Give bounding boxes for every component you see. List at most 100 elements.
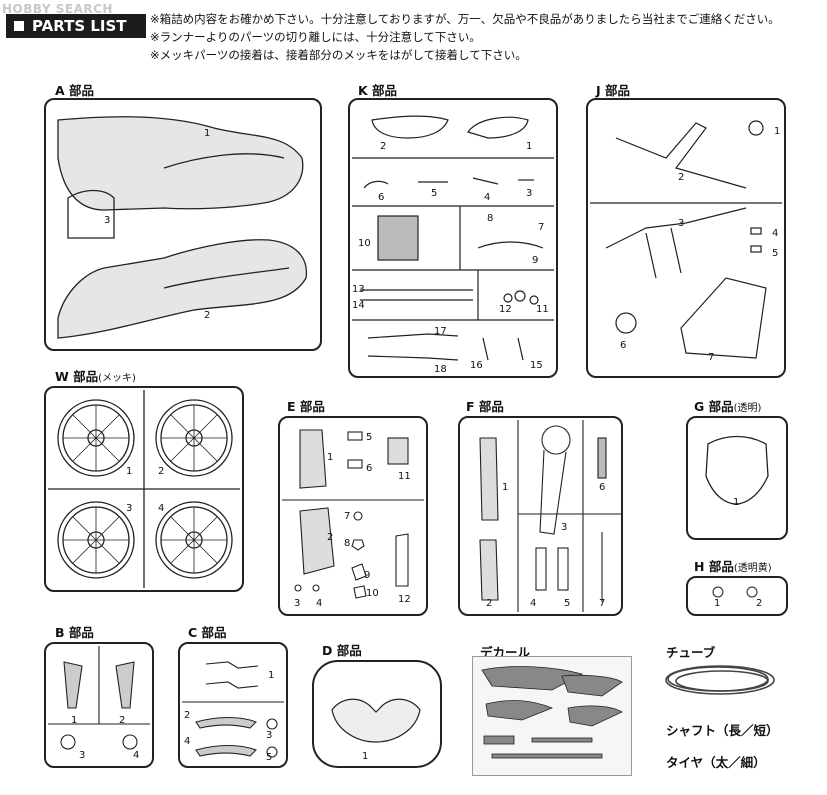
part-number: 5 (366, 432, 373, 443)
tube-label: チューブ (666, 645, 716, 660)
part-number: 4 (158, 503, 165, 514)
part-number: 2 (678, 172, 685, 183)
part-number: 1 (204, 128, 211, 139)
part-number: 1 (126, 466, 133, 477)
runner-b-drawing (48, 646, 150, 750)
part-number: 14 (352, 300, 365, 311)
section-j-label: J 部品 (596, 83, 631, 98)
part-number: 1 (327, 452, 334, 463)
section-h-title: H 部品 (694, 559, 734, 574)
section-b-label: B 部品 (55, 625, 94, 640)
section-d-label: D 部品 (322, 643, 362, 658)
part-number: 3 (561, 522, 568, 533)
runner-w-drawing (48, 390, 240, 588)
part-number: 1 (714, 598, 721, 609)
part-number: 7 (708, 352, 715, 363)
part-number: 18 (434, 364, 447, 375)
part-number: 3 (104, 215, 111, 226)
part-number: 3 (526, 188, 533, 199)
part-number: 4 (530, 598, 537, 609)
section-g-label: G 部品(透明) (694, 396, 761, 415)
part-number: 5 (564, 598, 571, 609)
part-number: 1 (362, 751, 369, 762)
part-number: 1 (733, 497, 740, 508)
part-number: 8 (344, 538, 351, 549)
part-number: 3 (266, 730, 273, 741)
part-number: 1 (502, 482, 509, 493)
part-number: 17 (434, 326, 447, 337)
part-number: 8 (487, 213, 494, 224)
notes-block: ※箱詰め内容をお確かめ下さい。十分注意しておりますが、万一、欠品や不良品がありま… (150, 10, 780, 64)
part-number: 9 (532, 255, 539, 266)
part-number: 13 (352, 284, 365, 295)
part-number: 4 (184, 736, 191, 747)
part-number: 7 (344, 511, 351, 522)
part-number: 6 (366, 463, 373, 474)
part-number: 3 (79, 750, 86, 761)
note-line: ※メッキパーツの接着は、接着部分のメッキをはがして接着して下さい。 (150, 48, 527, 62)
runner-d-drawing (331, 698, 421, 743)
part-number: 4 (316, 598, 323, 609)
note-line: ※ランナーよりのパーツの切り離しには、十分注意して下さい。 (150, 30, 481, 44)
part-number: 5 (266, 752, 273, 763)
section-w-sub: (メッキ) (98, 373, 136, 384)
section-f-label: F 部品 (466, 399, 504, 414)
section-w-title: W 部品 (55, 369, 99, 384)
parts-list-header: PARTS LIST (6, 14, 146, 38)
watermark-logo: HOBBY SEARCH (2, 2, 113, 16)
part-number: 4 (484, 192, 491, 203)
part-number: 3 (678, 218, 685, 229)
part-number: 1 (71, 715, 78, 726)
part-number: 7 (538, 222, 545, 233)
part-number: 16 (470, 360, 483, 371)
part-number: 3 (126, 503, 133, 514)
part-number: 2 (158, 466, 165, 477)
part-number: 1 (774, 126, 781, 137)
section-w-label: W 部品(メッキ) (55, 366, 136, 385)
tube-drawing (665, 665, 775, 695)
runner-f-drawing (479, 420, 623, 612)
runner-a-drawing (57, 116, 308, 339)
part-number: 4 (772, 228, 779, 239)
part-number: 2 (380, 141, 387, 152)
section-h-sub: (透明黄) (733, 563, 772, 574)
shaft-label: シャフト（長／短） (666, 723, 779, 738)
part-number: 1 (526, 141, 533, 152)
part-number: 11 (536, 304, 549, 315)
part-number: 5 (431, 188, 438, 199)
part-number: 1 (268, 670, 275, 681)
part-number: 11 (398, 471, 411, 482)
section-k-label: K 部品 (358, 83, 398, 98)
part-number: 2 (756, 598, 763, 609)
part-number: 4 (133, 750, 140, 761)
tire-label: タイヤ（太／細） (666, 755, 766, 770)
part-number: 2 (184, 710, 191, 721)
part-number: 10 (358, 238, 371, 249)
part-number: 7 (599, 598, 606, 609)
part-number: 2 (486, 598, 493, 609)
part-number: 6 (620, 340, 627, 351)
section-a-label: A 部品 (55, 83, 95, 98)
part-number: 2 (327, 532, 334, 543)
part-number: 12 (499, 304, 512, 315)
runner-e-drawing (282, 429, 424, 599)
runner-g-drawing (705, 435, 769, 505)
runner-j (586, 98, 786, 378)
part-number: 9 (364, 570, 371, 581)
runner-c-drawing (182, 661, 284, 758)
header-title: PARTS LIST (32, 17, 127, 35)
note-line: ※箱詰め内容をお確かめ下さい。十分注意しておりますが、万一、欠品や不良品がありま… (150, 12, 780, 26)
runner-k-drawing (352, 115, 554, 361)
part-number: 10 (366, 588, 379, 599)
section-g-sub: (透明) (733, 403, 762, 414)
runner-j-drawing (590, 120, 782, 359)
section-h-label: H 部品(透明黄) (694, 556, 772, 575)
part-number: 12 (398, 594, 411, 605)
part-number: 3 (294, 598, 301, 609)
section-g-title: G 部品 (694, 399, 734, 414)
header-square-icon (14, 21, 24, 31)
decal-sheet-drawing (481, 666, 623, 759)
runner-h (686, 576, 788, 616)
part-number: 6 (599, 482, 606, 493)
part-number: 2 (119, 715, 126, 726)
